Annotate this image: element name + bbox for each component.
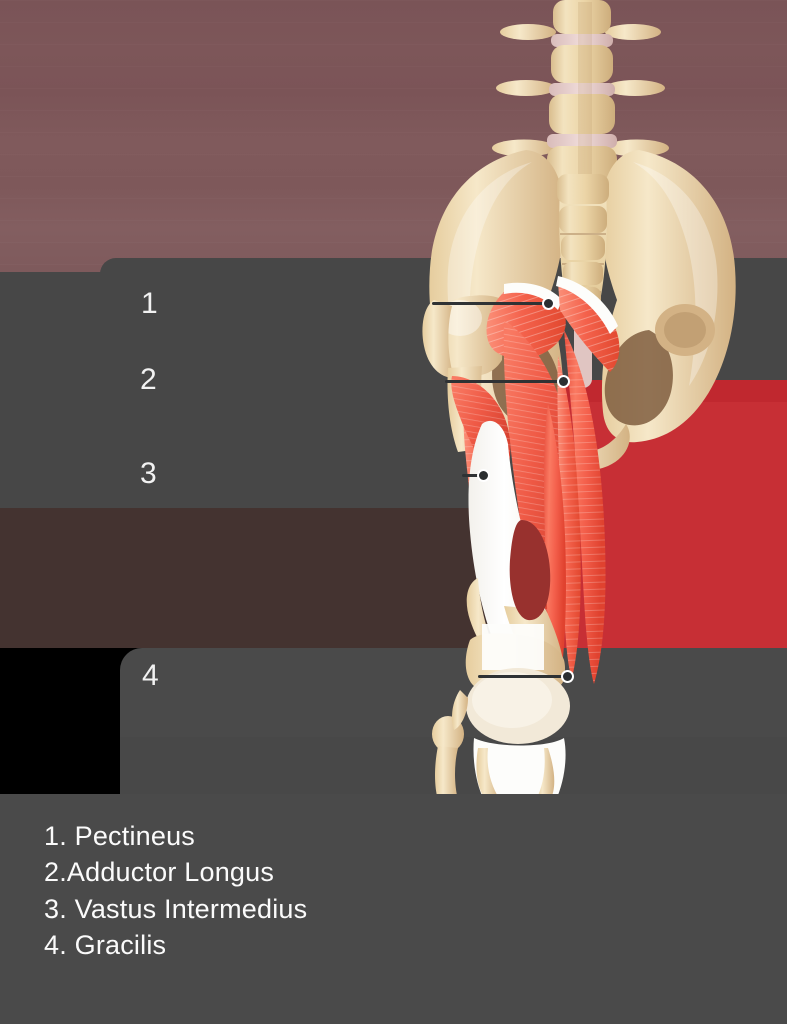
leader-dot-3 bbox=[477, 469, 490, 482]
leader-line-3 bbox=[462, 474, 484, 477]
leader-dot-2 bbox=[557, 375, 570, 388]
label-number-4[interactable]: 4 bbox=[142, 659, 160, 692]
label-number-1[interactable]: 1 bbox=[141, 287, 159, 320]
label-number-3[interactable]: 3 bbox=[140, 457, 158, 490]
background-cutout bbox=[0, 676, 120, 794]
answer-item-2: 2.Adductor Longus bbox=[44, 857, 275, 888]
anatomy-illustration bbox=[408, 0, 787, 800]
answer-item-4: 4. Gracilis bbox=[44, 930, 167, 961]
backdrop-upper-band bbox=[0, 0, 787, 272]
knee-joint bbox=[432, 624, 570, 800]
label-number-2[interactable]: 2 bbox=[140, 363, 158, 396]
leader-line-1 bbox=[432, 302, 548, 305]
answer-item-1: 1. Pectineus bbox=[44, 821, 195, 851]
answer-list: 1. Pectineus 2.Adductor Longus 3. Vastus… bbox=[0, 794, 787, 964]
leader-dot-4 bbox=[561, 670, 574, 683]
answer-item-3: 3. Vastus Intermedius bbox=[44, 893, 308, 924]
answer-key-panel: 1. Pectineus 2.Adductor Longus 3. Vastus… bbox=[0, 794, 787, 1024]
leader-line-2 bbox=[445, 380, 563, 383]
leader-line-4 bbox=[478, 675, 568, 678]
leader-dot-1 bbox=[542, 297, 555, 310]
